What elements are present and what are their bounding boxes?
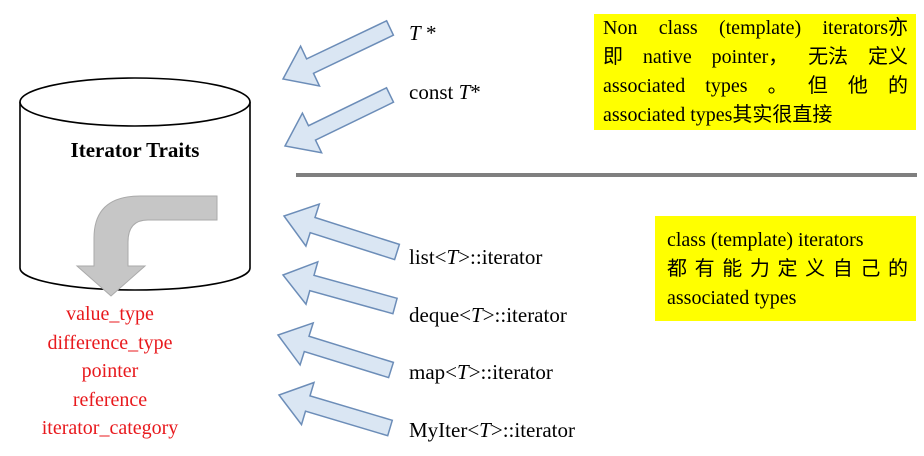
arrow-const-pointer-t-icon — [283, 86, 395, 154]
iterator-traits-cylinder — [19, 77, 251, 291]
note-line: class (template) iterators — [667, 229, 864, 251]
arrow-deque-iterator-icon — [281, 260, 399, 315]
arrow-pointer-t-icon — [281, 19, 395, 88]
label-deque-iterator: deque<T>::iterator — [409, 303, 567, 327]
note-line: 都有能力定义自己的 — [667, 258, 908, 280]
cylinder-title: Iterator Traits — [70, 138, 200, 162]
label-const-pointer-t: const T* — [409, 80, 481, 104]
label-pointer-t: T * — [409, 21, 437, 45]
note-line: associated types其实很直接 — [603, 104, 833, 126]
arrow-myiter-iterator-icon — [277, 381, 394, 437]
trait-difference-type: difference_type — [47, 332, 173, 354]
label-myiter-iterator: MyIter<T>::iterator — [409, 418, 576, 442]
trait-pointer: pointer — [81, 360, 139, 382]
trait-value-type: value_type — [66, 303, 154, 325]
arrow-map-iterator-icon — [276, 321, 395, 379]
note-class-iterators: class (template) iterators 都有能力定义自己的 ass… — [655, 216, 916, 321]
label-map-iterator: map<T>::iterator — [409, 360, 553, 384]
arrows-group — [276, 19, 401, 437]
curved-down-arrow-icon — [75, 195, 218, 297]
trait-iterator-category: iterator_category — [41, 417, 179, 439]
trait-reference: reference — [72, 389, 148, 411]
label-list-iterator: list<T>::iterator — [409, 245, 543, 269]
arrow-list-iterator-icon — [282, 202, 401, 261]
note-line: associated types — [667, 287, 797, 309]
